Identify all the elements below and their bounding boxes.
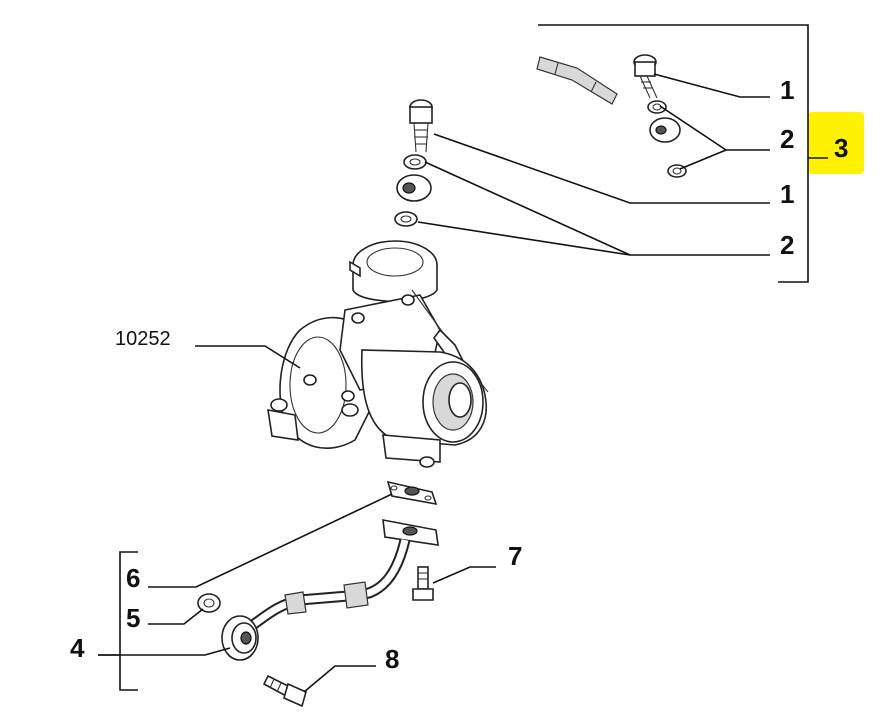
callout-5: 5 — [126, 603, 140, 633]
washer-lower-a — [403, 154, 427, 170]
leader-lines — [98, 73, 770, 693]
bolt-8 — [262, 674, 307, 708]
callout-2-top: 2 — [780, 124, 794, 154]
callout-1-top: 1 — [780, 75, 794, 105]
banjo-bolt-lower — [409, 99, 433, 153]
callout-8: 8 — [385, 644, 399, 674]
turbocharger — [267, 240, 489, 468]
callout-1-mid: 1 — [780, 179, 794, 209]
callout-3: 3 — [834, 133, 848, 163]
oil-drain-pipe — [221, 519, 439, 661]
oil-feed-pipe — [396, 40, 681, 202]
washer-upper-a — [647, 100, 667, 114]
callout-6: 6 — [126, 563, 140, 593]
drain-washer — [197, 593, 221, 613]
bolt-7 — [412, 566, 434, 601]
callout-7: 7 — [508, 541, 522, 571]
drain-gasket — [386, 480, 438, 506]
group-bracket-3 — [538, 24, 828, 283]
callout-10252: 10252 — [115, 328, 171, 350]
callout-4: 4 — [70, 633, 85, 663]
washer-lower-b — [394, 211, 418, 227]
callout-2-mid: 2 — [780, 230, 794, 260]
banjo-bolt-upper — [633, 54, 658, 99]
